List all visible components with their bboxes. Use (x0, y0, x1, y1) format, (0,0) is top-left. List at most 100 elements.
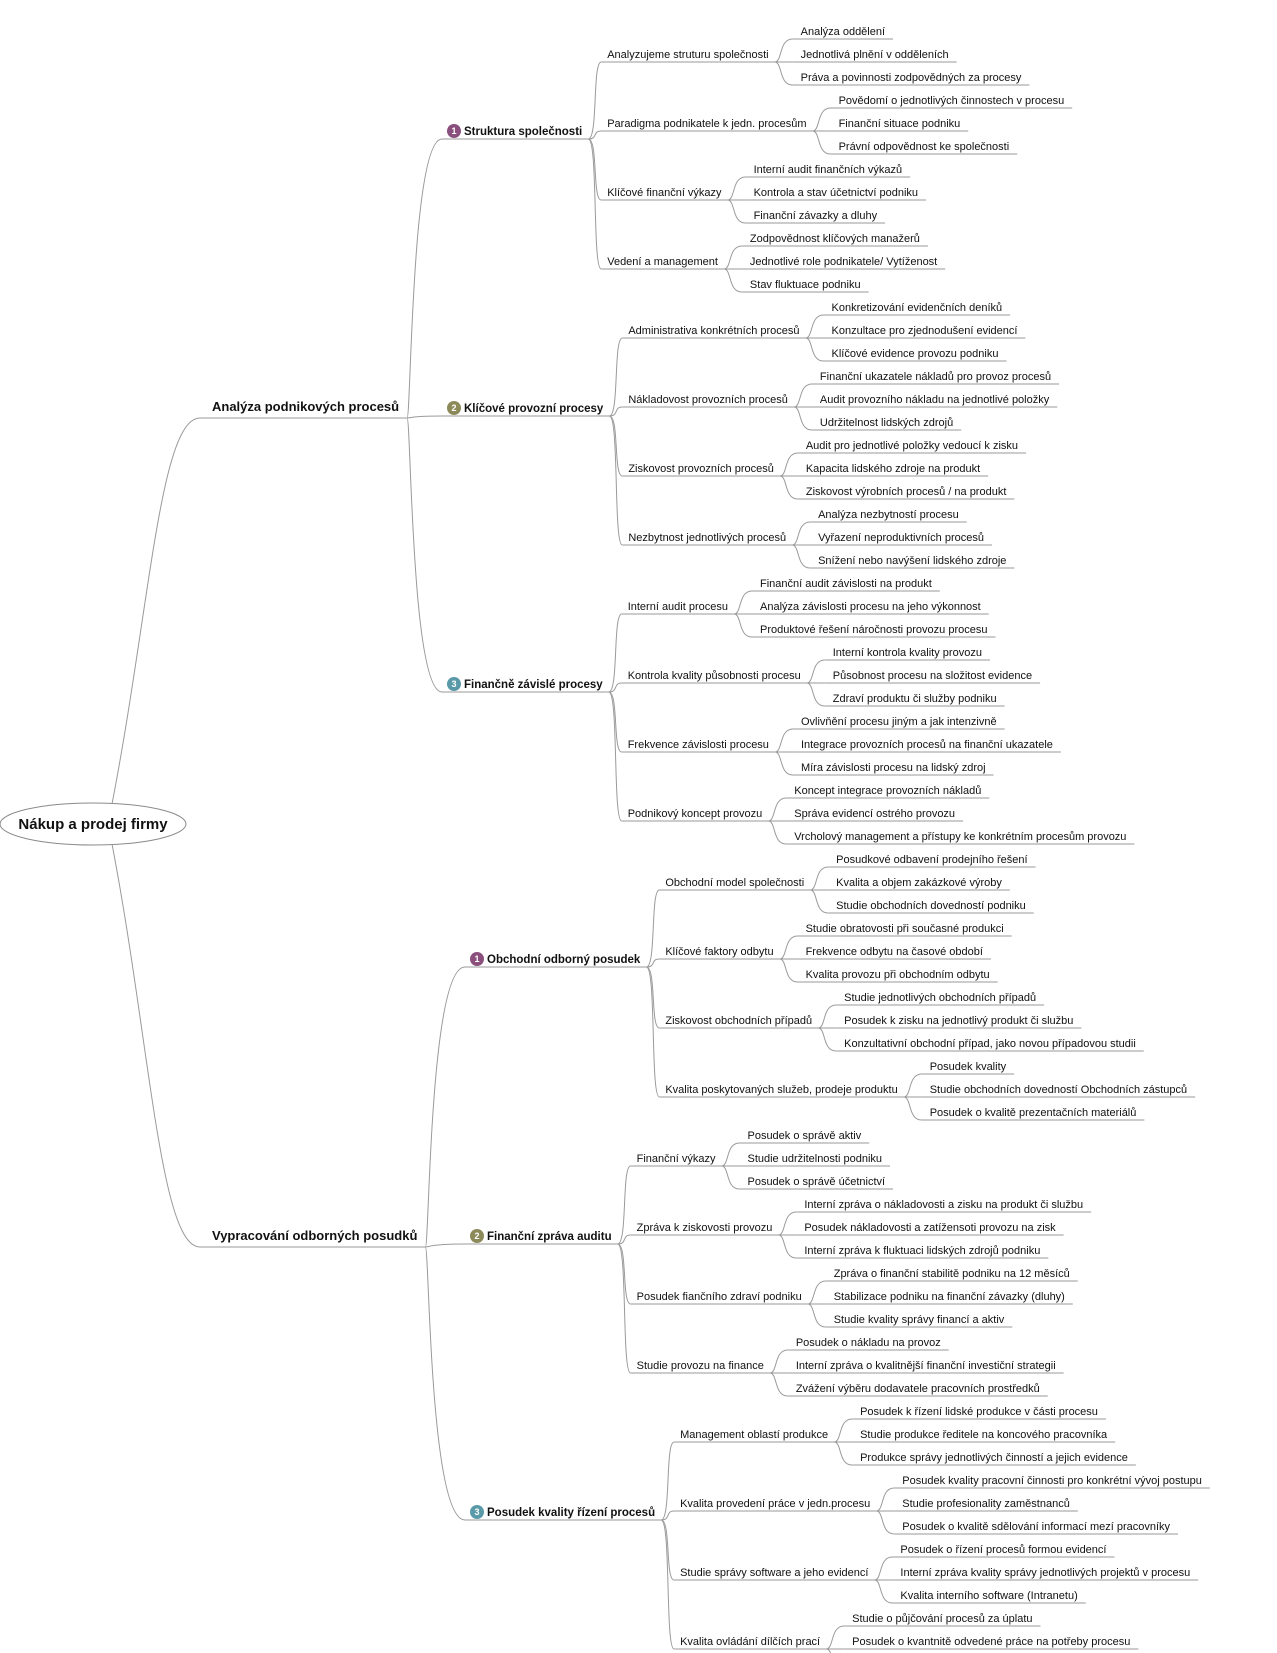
leaf-item[interactable]: Finanční situace podniku (839, 118, 961, 130)
leaf-item[interactable]: Právní odpovědnost ke společnosti (839, 141, 1010, 153)
leaf-item[interactable]: Interní zpráva o kvalitnější finanční in… (796, 1360, 1056, 1372)
leaf-item[interactable]: Kvalita a objem zakázkové výroby (836, 877, 1002, 889)
leaf-item[interactable]: Analýza závislosti procesu na jeho výkon… (760, 601, 981, 613)
leaf-item[interactable]: Působnost procesu na složitost evidence (833, 670, 1032, 682)
topic-label[interactable]: Nezbytnost jednotlivých procesů (628, 532, 786, 544)
branch-label[interactable]: Vypracování odborných posudků (212, 1228, 417, 1243)
leaf-item[interactable]: Produktové řešení náročnosti provozu pro… (760, 624, 987, 636)
leaf-item[interactable]: Posudek o řízení procesů formou evidencí (900, 1544, 1106, 1556)
leaf-item[interactable]: Posudek k zisku na jednotlivý produkt či… (844, 1015, 1073, 1027)
section-label[interactable]: Obchodní odborný posudek (487, 954, 641, 966)
root-node-bubble[interactable] (0, 802, 187, 846)
leaf-item[interactable]: Audit provozního nákladu na jednotlivé p… (820, 394, 1050, 406)
leaf-item[interactable]: Práva a povinnosti zodpovědných za proce… (801, 72, 1022, 84)
leaf-item[interactable]: Posudek o správě aktiv (747, 1130, 861, 1142)
topic-label[interactable]: Klíčové finanční výkazy (607, 187, 722, 199)
leaf-item[interactable]: Posudek o kvantnitě odvedené práce na po… (852, 1636, 1130, 1648)
leaf-item[interactable]: Klíčové evidence provozu podniku (832, 348, 999, 360)
leaf-item[interactable]: Studie kvality správy financí a aktiv (834, 1314, 1005, 1326)
topic-label[interactable]: Ziskovost provozních procesů (628, 463, 774, 475)
leaf-item[interactable]: Posudek kvality pracovní činnosti pro ko… (902, 1475, 1202, 1487)
leaf-item[interactable]: Interní audit finančních výkazů (754, 164, 903, 176)
leaf-item[interactable]: Posudek k řízení lidské produkce v části… (860, 1406, 1098, 1418)
branch-label[interactable]: Analýza podnikových procesů (212, 399, 399, 414)
leaf-item[interactable]: Studie obchodních dovedností podniku (836, 900, 1026, 912)
leaf-item[interactable]: Studie obchodních dovedností Obchodních … (930, 1084, 1187, 1096)
topic-label[interactable]: Nákladovost provozních procesů (628, 394, 788, 406)
topic-label[interactable]: Podnikový koncept provozu (628, 808, 763, 820)
topic-label[interactable]: Interní audit procesu (628, 601, 728, 613)
leaf-item[interactable]: Posudek o kvalitě sdělování informací me… (902, 1521, 1170, 1533)
topic-label[interactable]: Posudek fiančního zdraví podniku (637, 1291, 802, 1303)
topic-label[interactable]: Paradigma podnikatele k jedn. procesům (607, 118, 806, 130)
leaf-item[interactable]: Konzultativní obchodní případ, jako novo… (844, 1038, 1136, 1050)
leaf-item[interactable]: Interní zpráva o nákladovosti a zisku na… (804, 1199, 1083, 1211)
section-label[interactable]: Posudek kvality řízení procesů (487, 1507, 655, 1519)
leaf-item[interactable]: Snížení nebo navýšení lidského zdroje (818, 555, 1006, 567)
leaf-item[interactable]: Koncept integrace provozních nákladů (794, 785, 981, 797)
topic-label[interactable]: Studie správy software a jeho evidencí (680, 1567, 868, 1579)
topic-label[interactable]: Management oblastí produkce (680, 1429, 828, 1441)
topic-label[interactable]: Kvalita ovládání dílčích prací (680, 1636, 820, 1648)
leaf-item[interactable]: Studie produkce ředitele na koncového pr… (860, 1429, 1108, 1441)
leaf-item[interactable]: Zpráva o finanční stabilitě podniku na 1… (834, 1268, 1070, 1280)
leaf-item[interactable]: Produkce správy jednotlivých činností a … (860, 1452, 1128, 1464)
leaf-item[interactable]: Zdraví produktu či služby podniku (833, 693, 997, 705)
leaf-item[interactable]: Konkretizování evidenčních deníků (832, 302, 1003, 314)
leaf-item[interactable]: Posudek o správě účetnictví (747, 1176, 885, 1188)
leaf-item[interactable]: Ovlivňění procesu jiným a jak intenzivně (801, 716, 997, 728)
leaf-item[interactable]: Integrace provozních procesů na finanční… (801, 739, 1053, 751)
leaf-item[interactable]: Posudkové odbavení prodejního řešení (836, 854, 1027, 866)
root-node-label[interactable]: Nákup a prodej firmy (18, 816, 168, 833)
leaf-item[interactable]: Ziskovost výrobních procesů / na produkt (806, 486, 1007, 498)
leaf-item[interactable]: Frekvence odbytu na časové období (806, 946, 983, 958)
leaf-item[interactable]: Jednotlivá plnění v odděleních (801, 49, 949, 61)
topic-label[interactable]: Kvalita provedení práce v jedn.procesu (680, 1498, 870, 1510)
section-label[interactable]: Klíčové provozní procesy (464, 403, 604, 415)
section-label[interactable]: Finanční zpráva auditu (487, 1231, 612, 1243)
leaf-item[interactable]: Finanční závazky a dluhy (754, 210, 878, 222)
leaf-item[interactable]: Finanční audit závislosti na produkt (760, 578, 932, 590)
leaf-item[interactable]: Správa evidencí ostrého provozu (794, 808, 955, 820)
topic-label[interactable]: Analyzujeme struturu společnosti (607, 49, 768, 61)
topic-label[interactable]: Zpráva k ziskovosti provozu (637, 1222, 773, 1234)
leaf-item[interactable]: Vrcholový management a přístupy ke konkr… (794, 831, 1126, 843)
topic-label[interactable]: Vedení a management (607, 256, 718, 268)
leaf-item[interactable]: Studie udržitelnosti podniku (747, 1153, 882, 1165)
leaf-item[interactable]: Interní zpráva k fluktuaci lidských zdro… (804, 1245, 1040, 1257)
leaf-item[interactable]: Zodpovědnost klíčových manažerů (750, 233, 920, 245)
leaf-item[interactable]: Studie o půjčování procesů za úplatu (852, 1613, 1032, 1625)
topic-label[interactable]: Kontrola kvality působnosti procesu (628, 670, 801, 682)
leaf-item[interactable]: Interní kontrola kvality provozu (833, 647, 982, 659)
leaf-item[interactable]: Posudek o nákladu na provoz (796, 1337, 941, 1349)
leaf-item[interactable]: Kontrola a stav účetnictví podniku (754, 187, 918, 199)
leaf-item[interactable]: Vyřazení neproduktivních procesů (818, 532, 984, 544)
leaf-item[interactable]: Analýza nezbytností procesu (818, 509, 959, 521)
topic-label[interactable]: Finanční výkazy (637, 1153, 716, 1165)
topic-label[interactable]: Kvalita poskytovaných služeb, prodeje pr… (665, 1084, 897, 1096)
leaf-item[interactable]: Konzultace pro zjednodušení evidencí (832, 325, 1018, 337)
leaf-item[interactable]: Posudek o kvalitě prezentačních materiál… (930, 1107, 1137, 1119)
topic-label[interactable]: Frekvence závislosti procesu (628, 739, 769, 751)
leaf-item[interactable]: Studie jednotlivých obchodních případů (844, 992, 1036, 1004)
leaf-item[interactable]: Kvalita provozu při obchodním odbytu (806, 969, 990, 981)
leaf-item[interactable]: Analýza oddělení (801, 26, 885, 38)
leaf-item[interactable]: Posudek nákladovosti a zatížensoti provo… (804, 1222, 1056, 1234)
leaf-item[interactable]: Kvalita interního software (Intranetu) (900, 1590, 1077, 1602)
topic-label[interactable]: Klíčové faktory odbytu (665, 946, 773, 958)
topic-label[interactable]: Obchodní model společnosti (665, 877, 804, 889)
topic-label[interactable]: Studie provozu na finance (637, 1360, 764, 1372)
leaf-item[interactable]: Studie profesionality zaměstnanců (902, 1498, 1070, 1510)
section-label[interactable]: Finančně závislé procesy (464, 679, 603, 691)
leaf-item[interactable]: Jednotlivé role podnikatele/ Vytíženost (750, 256, 937, 268)
section-label[interactable]: Struktura společnosti (464, 126, 582, 138)
leaf-item[interactable]: Udržitelnost lidských zdrojů (820, 417, 953, 429)
leaf-item[interactable]: Zvážení výběru dodavatele pracovních pro… (796, 1383, 1040, 1395)
leaf-item[interactable]: Studie obratovosti při současné produkci (806, 923, 1004, 935)
topic-label[interactable]: Administrativa konkrétních procesů (628, 325, 799, 337)
leaf-item[interactable]: Stav fluktuace podniku (750, 279, 861, 291)
leaf-item[interactable]: Stabilizace podniku na finanční závazky … (834, 1291, 1065, 1303)
leaf-item[interactable]: Posudek kvality (930, 1061, 1007, 1073)
leaf-item[interactable]: Kapacita lidského zdroje na produkt (806, 463, 980, 475)
leaf-item[interactable]: Povědomí o jednotlivých činnostech v pro… (839, 95, 1065, 107)
